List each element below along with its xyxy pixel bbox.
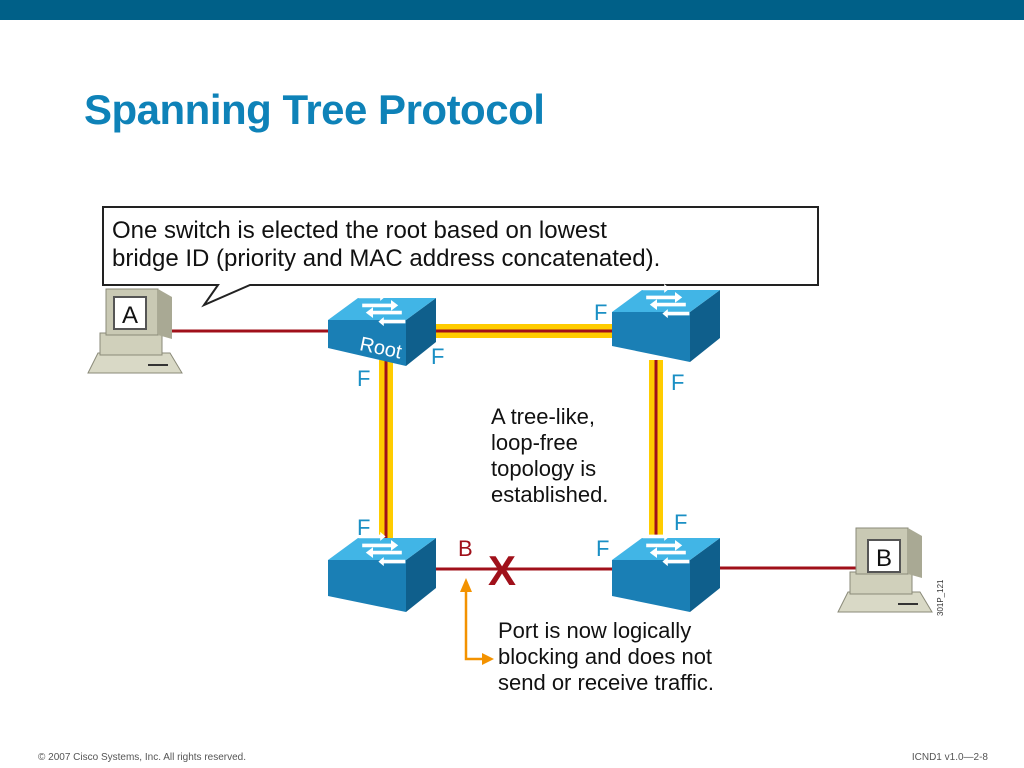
- pc-b-label: B: [876, 545, 892, 572]
- pc-a-label: A: [122, 302, 138, 329]
- port-label-root-down: F: [357, 366, 370, 391]
- switch-bottom-right-icon: [612, 531, 720, 612]
- slide-title: Spanning Tree Protocol: [84, 86, 545, 133]
- switch-top-right-icon: [612, 283, 720, 362]
- pc-a-icon: A: [87, 288, 183, 374]
- pc-b-icon: B: [837, 527, 933, 613]
- stp-forwarding-path: [379, 324, 663, 546]
- callout-line-1: One switch is elected the root based on …: [112, 217, 607, 244]
- header-bar: [0, 0, 1024, 20]
- port-label-blocked: B: [458, 536, 473, 561]
- blocking-pointer-arrow: [460, 578, 494, 665]
- port-label-bottomright-left: F: [596, 536, 609, 561]
- blocking-note-line-1: Port is now logically: [498, 618, 691, 643]
- port-labels: F F F F F F F: [357, 300, 687, 561]
- blocking-note-line-3: send or receive traffic.: [498, 670, 714, 695]
- tree-note-line-4: established.: [491, 482, 608, 507]
- port-label-topright-left: F: [594, 300, 607, 325]
- callout-line-2: bridge ID (priority and MAC address conc…: [112, 245, 660, 272]
- port-label-bottomright-up: F: [674, 510, 687, 535]
- tree-note-line-2: loop-free: [491, 430, 578, 455]
- blocking-note-line-2: blocking and does not: [498, 644, 712, 669]
- root-switch-icon: Root: [328, 291, 436, 366]
- tree-note-line-1: A tree-like,: [491, 404, 595, 429]
- footer-course-id: ICND1 v1.0—2-8: [911, 752, 988, 763]
- blocked-x-marker: X: [488, 547, 516, 594]
- port-label-root-right: F: [431, 344, 444, 369]
- switch-bottom-left-icon: [328, 531, 436, 612]
- footer-copyright: © 2007 Cisco Systems, Inc. All rights re…: [38, 752, 247, 763]
- callout-shape: [102, 206, 819, 308]
- tree-note-line-3: topology is: [491, 456, 596, 481]
- callout-bubble: One switch is elected the root based on …: [102, 206, 819, 308]
- port-label-topright-down: F: [671, 370, 684, 395]
- port-label-bottomleft-up: F: [357, 515, 370, 540]
- blocking-note: Port is now logically blocking and does …: [498, 618, 714, 695]
- tree-note: A tree-like, loop-free topology is estab…: [491, 404, 608, 507]
- figure-id: 301P_121: [936, 579, 945, 616]
